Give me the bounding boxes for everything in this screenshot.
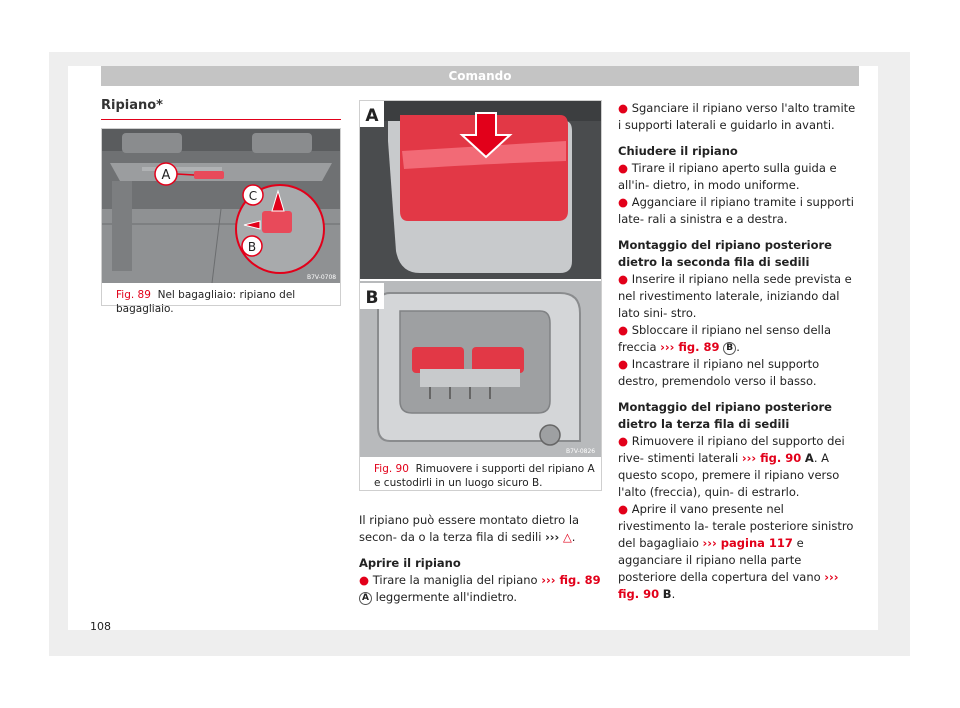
bullet-2: ● Tirare il ripiano aperto sulla guida e… <box>618 161 837 192</box>
callout-a: A <box>359 592 372 605</box>
shelf-support-illustration: A B B7V-0826 <box>360 101 601 457</box>
heading-mount-third-row: Montaggio del ripiano posteriore dietro … <box>618 400 832 431</box>
bullet-1: ● Sganciare il ripiano verso l'alto tram… <box>618 101 856 132</box>
chapter-header: Comando <box>101 66 859 86</box>
figure-number: Fig. 89 <box>116 289 151 301</box>
right-column: ● Sganciare il ripiano verso l'alto tram… <box>618 100 860 603</box>
bullet-8: ● Aprire il vano presente nel rivestimen… <box>618 502 854 601</box>
intro-text: Il ripiano può essere montato dietro la … <box>359 513 580 544</box>
figure-code: B7V-0708 <box>307 274 336 281</box>
heading-mount-second-row: Montaggio del ripiano posteriore dietro … <box>618 238 832 269</box>
figure-code: B7V-0826 <box>566 448 595 455</box>
figure-89: A C B B7V-0708 Fig. 89 Nel bagagliaio: r… <box>101 128 341 315</box>
label-c: C <box>249 189 257 203</box>
ref-link[interactable]: ››› fig. 90 <box>741 451 802 465</box>
heading-close: Chiudere il ripiano <box>618 144 738 158</box>
figure-caption: Fig. 90 Rimuovere i supporti del ripiano… <box>360 457 601 496</box>
ref-link[interactable]: ››› fig. 89 <box>541 573 601 587</box>
section-rule <box>101 119 341 120</box>
figure-90: A B B7V-0826 Fig. 90 Rimuovere i support… <box>359 100 602 491</box>
ref-arrows: ››› <box>545 530 560 544</box>
heading-open: Aprire il ripiano <box>359 556 461 570</box>
figure-caption-text: Rimuovere i supporti del ripiano A e cus… <box>374 463 595 489</box>
page-number: 108 <box>90 620 111 633</box>
ref-link[interactable]: ››› fig. 89 <box>660 340 720 354</box>
panel-b-label: B <box>366 288 379 308</box>
trunk-illustration: A C B B7V-0708 <box>102 129 340 283</box>
section-title: Ripiano* <box>101 98 163 113</box>
bullet-open-1: ● Tirare la maniglia del ripiano ››› fig… <box>359 573 601 605</box>
bullet-6: ● Incastrare il ripiano nel supporto des… <box>618 357 820 388</box>
intro-paragraph: Il ripiano può essere montato dietro la … <box>359 513 580 544</box>
panel-a-label: A <box>365 106 379 126</box>
ref-link[interactable]: ››› pagina 117 <box>702 536 793 550</box>
bullet-3: ● Agganciare il ripiano tramite i suppor… <box>618 195 854 226</box>
label-b: B <box>248 240 256 254</box>
ref-link[interactable]: ››› fig. 90 <box>618 570 839 601</box>
warning-icon: △ <box>562 530 572 544</box>
bullet-4: ● Inserire il ripiano nella sede previst… <box>618 272 852 320</box>
figure-caption-text: Nel bagagliaio: ripiano del bagagliaio. <box>116 289 296 315</box>
figure-number: Fig. 90 <box>374 463 409 475</box>
bullet-7: ● Rimuovere il ripiano del supporto dei … <box>618 434 845 499</box>
middle-column: Il ripiano può essere montato dietro la … <box>359 512 603 606</box>
bullet-5: ● Sbloccare il ripiano nel senso della f… <box>618 323 831 355</box>
label-a: A <box>162 168 171 183</box>
figure-caption: Fig. 89 Nel bagagliaio: ripiano del baga… <box>102 283 340 322</box>
callout-b: B <box>723 342 737 355</box>
